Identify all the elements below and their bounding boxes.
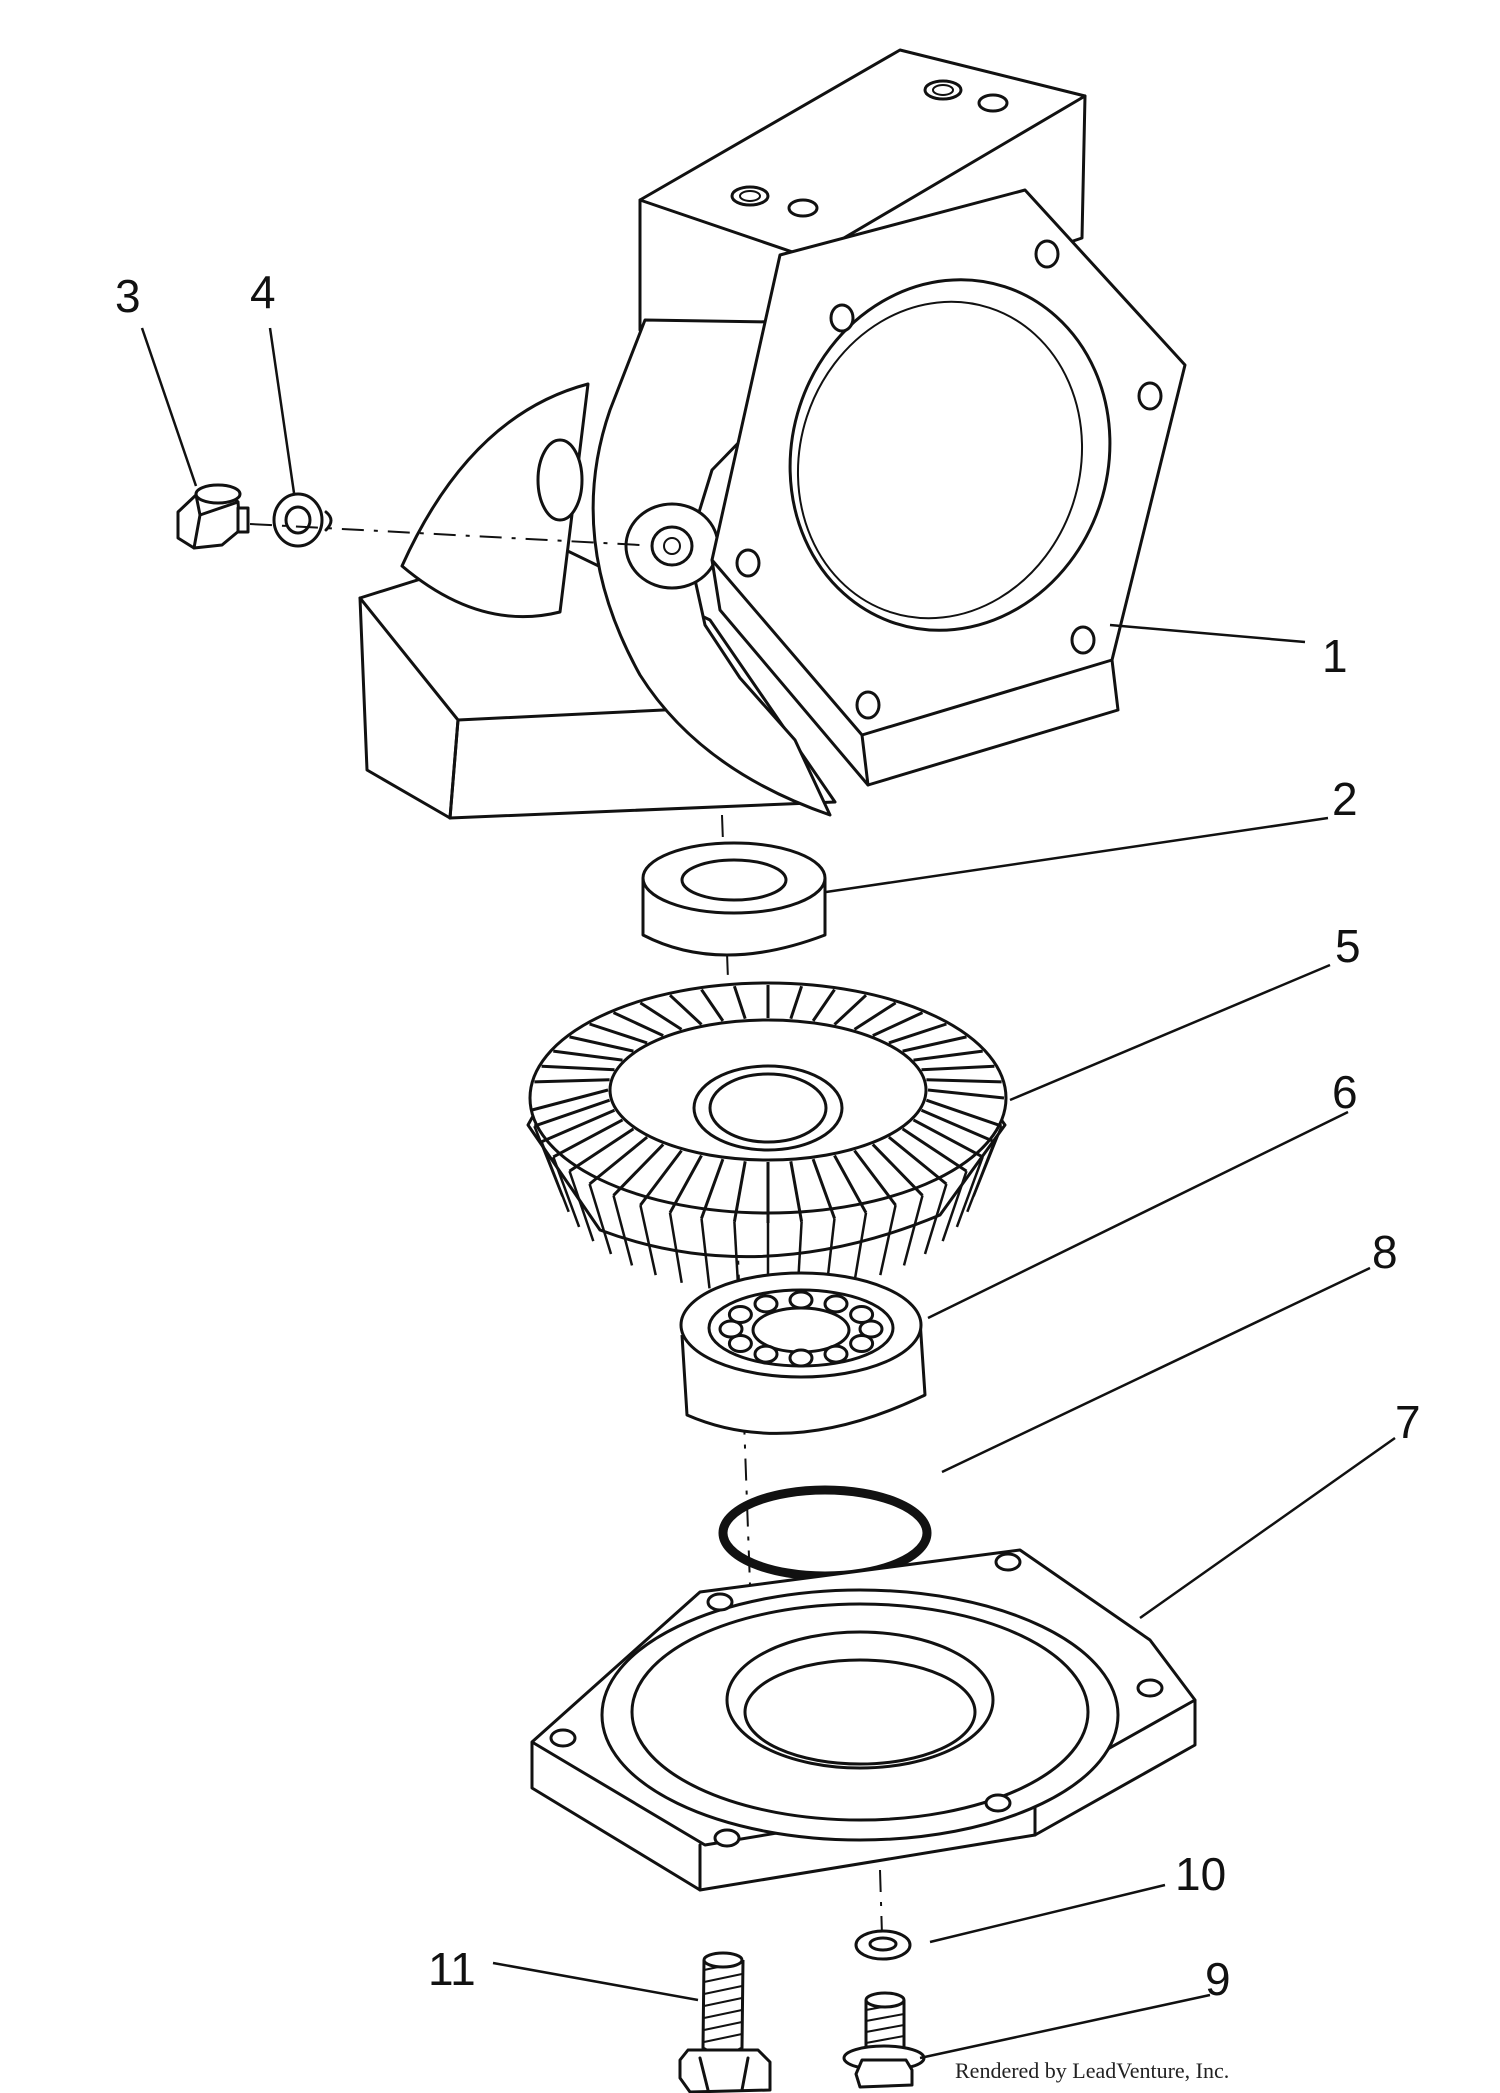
gear-tooth bbox=[833, 1154, 868, 1214]
bearing-ball bbox=[788, 1348, 814, 1368]
gear-tooth bbox=[888, 1022, 947, 1045]
gear-tooth bbox=[872, 1011, 924, 1037]
gear-tooth bbox=[668, 1154, 703, 1214]
bearing-ball bbox=[718, 1319, 744, 1339]
gear-tooth bbox=[588, 1135, 649, 1186]
callout-4: 4 bbox=[250, 266, 276, 318]
gear-tooth bbox=[552, 1118, 624, 1159]
callout-9: 9 bbox=[1205, 1953, 1231, 2005]
gear-tooth-edge bbox=[612, 1195, 634, 1266]
gear-tooth-edge bbox=[853, 1212, 868, 1284]
bearing-ball bbox=[823, 1294, 849, 1314]
bearing-ball bbox=[727, 1305, 753, 1324]
gear-tooth-edge bbox=[923, 1183, 948, 1255]
callout-7: 7 bbox=[1395, 1396, 1421, 1448]
leader-lines bbox=[140, 327, 1396, 2060]
gear-tooth bbox=[920, 1108, 995, 1144]
gear-tooth bbox=[639, 1001, 683, 1031]
gear-tooth bbox=[913, 1049, 983, 1062]
gear-tooth bbox=[887, 1135, 948, 1186]
part-9-screw bbox=[842, 1991, 926, 2089]
gear-tooth bbox=[639, 1149, 683, 1207]
callout-8: 8 bbox=[1372, 1226, 1398, 1278]
gear-tooth bbox=[569, 1035, 634, 1053]
gear-tooth bbox=[853, 1001, 897, 1031]
gear-tooth-edge bbox=[639, 1204, 657, 1276]
part-1-housing bbox=[358, 48, 1187, 820]
callout-6: 6 bbox=[1332, 1066, 1358, 1118]
callout-5: 5 bbox=[1335, 920, 1361, 972]
gear-tooth bbox=[926, 1078, 1002, 1084]
gear-tooth bbox=[533, 1098, 611, 1128]
gear-tooth bbox=[811, 1158, 836, 1219]
gear-tooth bbox=[732, 985, 747, 1020]
callout-2: 2 bbox=[1332, 773, 1358, 825]
part-2-spacer bbox=[641, 841, 827, 957]
gear-tooth-edge bbox=[568, 1170, 595, 1242]
gear-tooth bbox=[789, 1161, 804, 1223]
gear-tooth bbox=[811, 988, 836, 1022]
part-5-bevel-gear bbox=[526, 981, 1008, 1293]
gear-tooth-edge bbox=[966, 1141, 996, 1213]
gear-tooth bbox=[589, 1022, 648, 1045]
credit-text: Rendered by LeadVenture, Inc. bbox=[955, 2058, 1229, 2083]
bearing-balls bbox=[718, 1290, 884, 1368]
bearing-ball bbox=[849, 1305, 875, 1324]
gear-tooth-edge bbox=[955, 1156, 984, 1228]
gear-tooth bbox=[668, 994, 703, 1026]
gear-tooth bbox=[925, 1098, 1003, 1128]
bearing-ball bbox=[849, 1334, 875, 1353]
bearing-ball bbox=[858, 1319, 884, 1339]
gear-tooth bbox=[541, 1064, 615, 1072]
part-7-cover-plate bbox=[530, 1548, 1197, 1892]
gear-tooth bbox=[534, 1078, 610, 1084]
gear-tooth bbox=[553, 1049, 623, 1062]
part-3-plug bbox=[176, 483, 250, 550]
gear-tooth bbox=[531, 1088, 609, 1112]
gear-tooth bbox=[612, 1143, 665, 1197]
gear-tooth-edge bbox=[941, 1170, 968, 1242]
gear-tooth bbox=[700, 988, 725, 1022]
callout-11: 11 bbox=[428, 1943, 476, 1995]
gear-tooth bbox=[927, 1088, 1005, 1100]
callout-10: 10 bbox=[1175, 1848, 1226, 1900]
callout-3: 3 bbox=[115, 270, 141, 322]
gear-tooth bbox=[700, 1158, 725, 1219]
bearing-ball bbox=[753, 1344, 779, 1364]
callout-1: 1 bbox=[1322, 630, 1348, 682]
bearing-ball bbox=[823, 1344, 849, 1364]
bearing-ball bbox=[788, 1290, 814, 1310]
gear-tooth bbox=[871, 1143, 924, 1197]
part-8-o-ring bbox=[718, 1485, 932, 1581]
part-4-washer bbox=[272, 492, 333, 548]
part-11-bolt bbox=[678, 1951, 772, 2093]
gear-tooth bbox=[912, 1118, 984, 1159]
gear-tooth bbox=[921, 1064, 995, 1072]
gear-tooth-edge bbox=[700, 1218, 711, 1289]
bearing-ball bbox=[753, 1294, 779, 1314]
gear-tooth-edge bbox=[668, 1212, 683, 1284]
gear-tooth-edge bbox=[902, 1195, 924, 1266]
gear-teeth bbox=[531, 985, 1005, 1293]
part-10-lock-washer bbox=[854, 1929, 912, 1961]
assembly-axis-right bbox=[879, 1869, 883, 1936]
gear-tooth bbox=[901, 1127, 968, 1173]
gear-tooth bbox=[732, 1161, 747, 1223]
gear-tooth bbox=[902, 1035, 967, 1053]
gear-tooth bbox=[541, 1108, 616, 1144]
part-6-bearing bbox=[679, 1271, 927, 1435]
gear-tooth-edge bbox=[552, 1156, 581, 1228]
gear-tooth bbox=[833, 994, 868, 1026]
plug-axis-line bbox=[249, 523, 641, 546]
gear-tooth-edge bbox=[533, 1125, 564, 1197]
gear-tooth-edge bbox=[588, 1183, 613, 1255]
gear-tooth-edge bbox=[879, 1204, 897, 1276]
gear-tooth bbox=[789, 985, 804, 1020]
callout-labels: 3 4 1 2 5 6 8 7 10 9 11 bbox=[115, 266, 1421, 2005]
gear-tooth bbox=[853, 1149, 897, 1207]
bearing-ball bbox=[727, 1334, 753, 1353]
gear-tooth bbox=[568, 1127, 635, 1173]
gear-tooth bbox=[612, 1011, 664, 1037]
